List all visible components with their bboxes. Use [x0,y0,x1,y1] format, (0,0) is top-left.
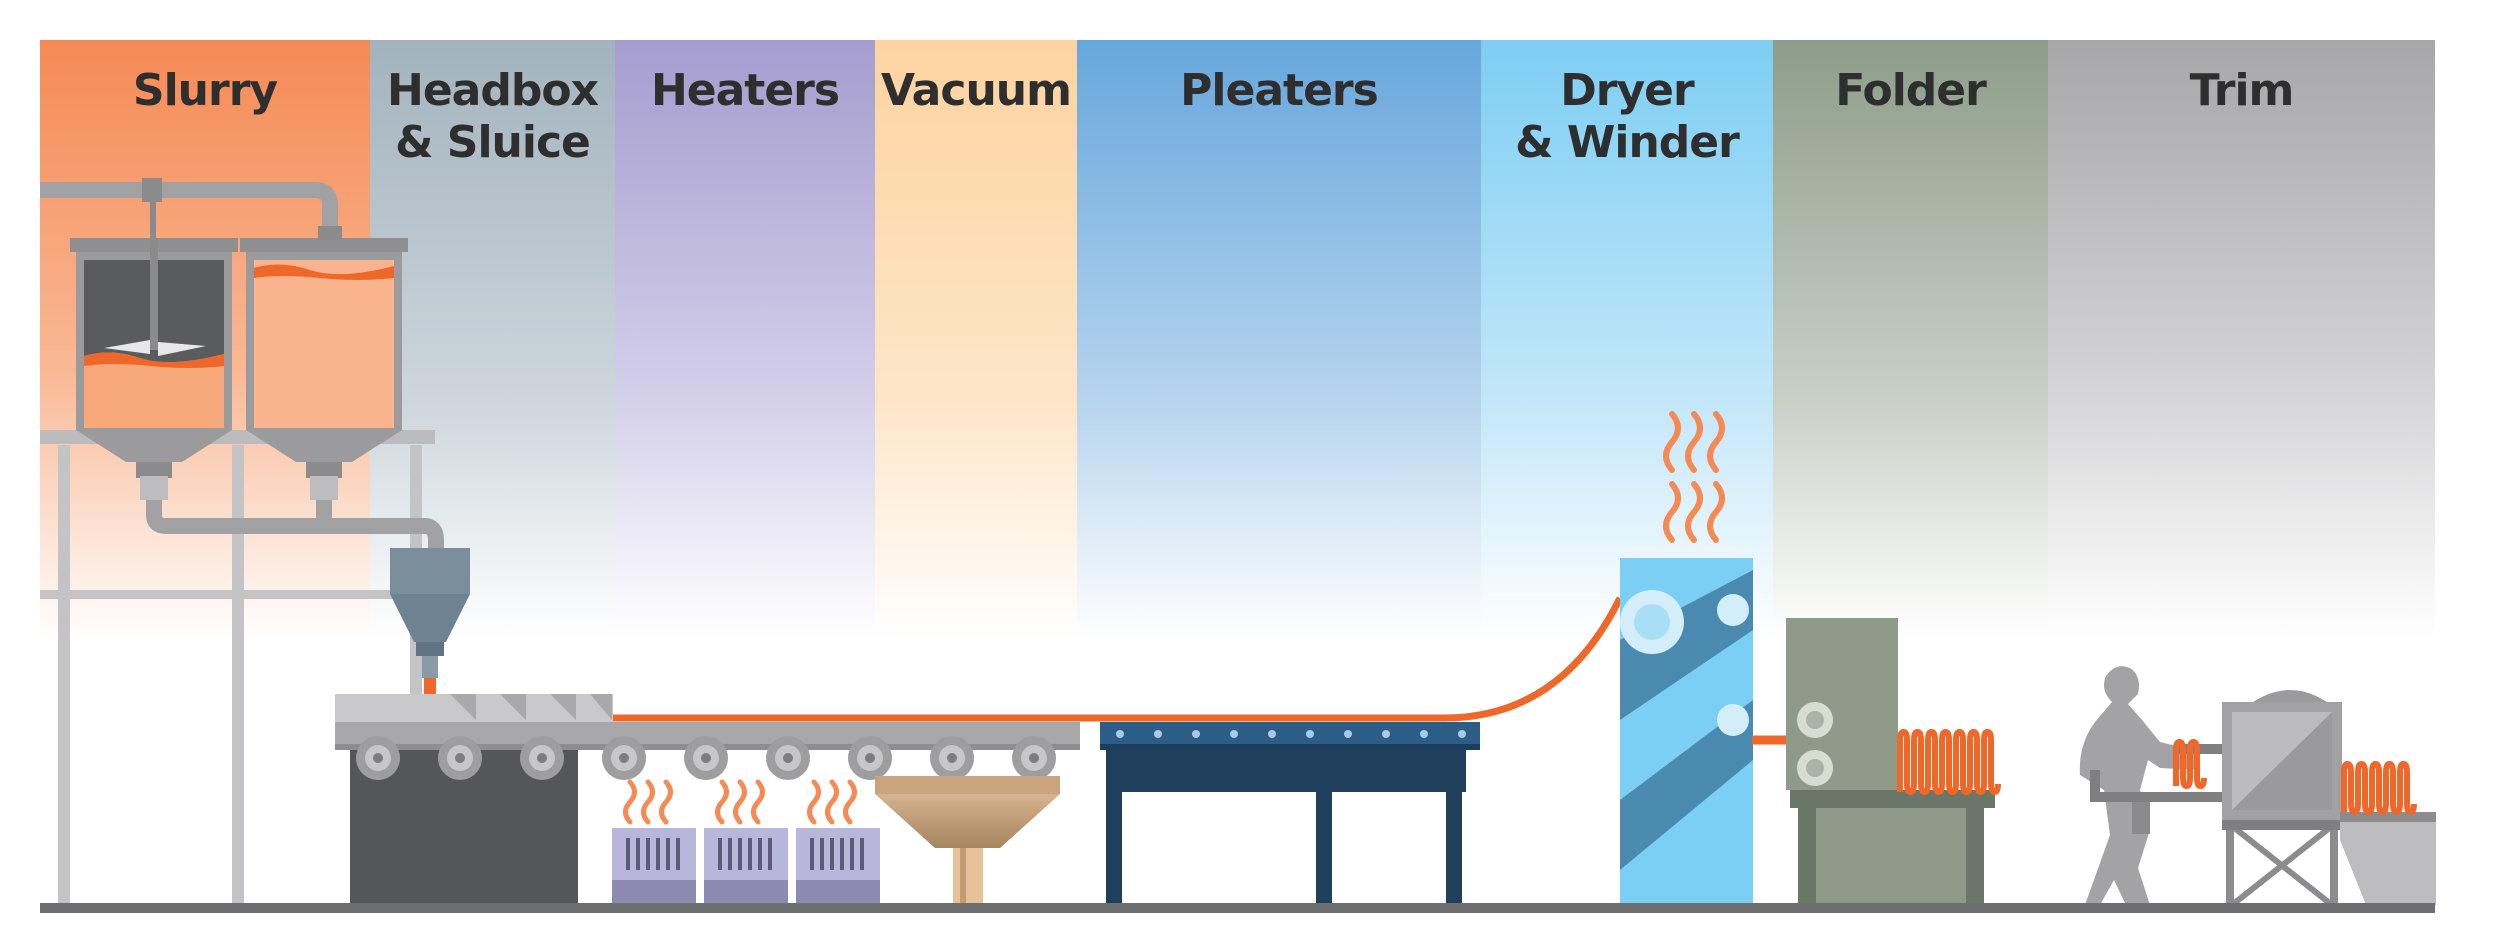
belt-rivet [1230,730,1238,738]
stage-label-line: Trim [2189,65,2295,116]
pleated-filter [2341,760,2417,816]
belt-rivet [1116,730,1124,738]
belt-rivet [1382,730,1390,738]
stage-label-line: Dryer [1560,65,1694,116]
heater-unit [612,779,696,905]
column-dryer [1481,40,1773,640]
belt-rivet [1458,730,1466,738]
heater-unit [704,779,788,905]
conveyor-roller [684,736,728,780]
stage-label-folder: Folder [1773,65,2048,117]
stage-label-line: & Sluice [395,117,591,168]
belt-rivet [1192,730,1200,738]
headbox-hopper [390,548,470,694]
belt-rivet [1344,730,1352,738]
belt-rivet [1306,730,1314,738]
belt-rivet [1154,730,1162,738]
conveyor-roller [602,736,646,780]
folder-machine [1786,618,2001,905]
stage-label-line: Slurry [132,65,278,116]
conveyor-roller [930,736,974,780]
conveyor-roller [848,736,892,780]
conveyor-roller [438,736,482,780]
vacuum-funnel [875,776,1060,906]
trim-station [2079,666,2436,908]
stage-label-line: Vacuum [881,65,1072,116]
belt-rivet [1420,730,1428,738]
stage-columns [40,40,2435,640]
column-vacuum [875,40,1077,640]
column-folder [1773,40,2048,640]
stage-label-line: Headbox [387,65,599,116]
stage-label-slurry: Slurry [40,65,370,117]
column-heaters [615,40,875,640]
heater-unit [796,779,880,905]
stage-label-line: & Winder [1515,117,1740,168]
conveyor-roller [520,736,564,780]
stage-label-trim: Trim [2048,65,2435,117]
dryer-winder [1620,411,1795,905]
stage-label-vacuum: Vacuum [875,65,1077,117]
stage-label-line: Pleaters [1180,65,1379,116]
conveyor-roller [766,736,810,780]
stage-label-dryer: Dryer & Winder [1481,65,1773,169]
stage-label-heaters: Heaters [615,65,875,117]
stage-label-pleaters: Pleaters [1077,65,1481,117]
belt-rivet [1268,730,1276,738]
pleated-filter [1897,728,2001,796]
conveyor-roller [356,736,400,780]
conveyor-roller [1012,736,1056,780]
stage-label-line: Heaters [650,65,840,116]
pleater-table [1100,722,1480,905]
pleated-filter [2173,738,2207,790]
floor-line [40,903,2435,913]
heater-units [612,779,880,905]
column-trim [2048,40,2435,640]
stage-label-line: Folder [1835,65,1987,116]
column-pleaters [1077,40,1481,640]
forming-conveyor [335,596,1624,905]
stage-label-headbox: Headbox & Sluice [370,65,615,169]
